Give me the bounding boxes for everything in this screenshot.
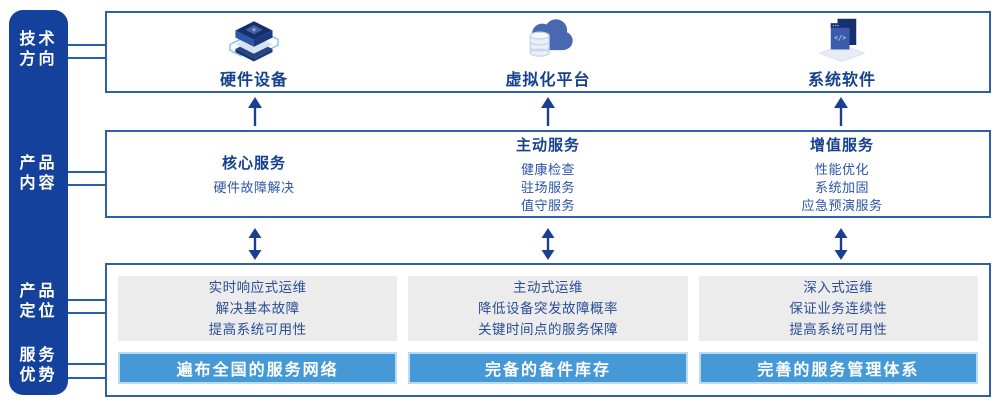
connector-line xyxy=(68,184,106,186)
positioning-panel: 主动式运维 降低设备突发故障概率 关键时间点的服务保障 xyxy=(408,276,688,341)
advantage-banner: 完备的备件库存 xyxy=(408,352,688,384)
service-item: 性能优化 xyxy=(814,161,869,177)
tech-label-system-software: 系统软件 xyxy=(807,71,876,89)
up-arrow-icon xyxy=(540,97,556,127)
service-col-proactive: 主动服务 健康检查 驻场服务 值守服务 xyxy=(401,132,695,216)
positioning-line: 解决基本故障 xyxy=(215,301,300,316)
sidebar-label-service-advantage: 服务 优势 xyxy=(19,347,58,384)
double-arrow-icon xyxy=(540,228,556,260)
service-col-value-added: 增值服务 性能优化 系统加固 应急预演服务 xyxy=(695,132,989,216)
server-stack-icon xyxy=(229,20,279,61)
sidebar-label-product-content: 产品 内容 xyxy=(19,155,58,192)
connector-line xyxy=(68,363,106,365)
connector-line xyxy=(68,57,106,59)
double-arrow-icon xyxy=(833,228,849,260)
up-arrow-icon xyxy=(247,97,263,127)
tech-label-virtualization: 虚拟化平台 xyxy=(505,71,591,89)
positioning-line: 提高系统可用性 xyxy=(208,322,307,337)
positioning-col-proactive: 主动式运维 降低设备突发故障概率 关键时间点的服务保障 完备的备件库存 xyxy=(408,276,688,384)
tech-col-system-software: </> 系统软件 xyxy=(695,13,989,91)
service-item: 硬件故障解决 xyxy=(213,179,295,195)
positioning-line: 保证业务连续性 xyxy=(789,301,888,316)
category-sidebar: 技术 方向 产品 内容 产品 定位 服务 优势 xyxy=(9,10,68,395)
connector-line xyxy=(68,299,106,301)
advantage-banner: 完善的服务管理体系 xyxy=(698,352,978,384)
tech-direction-box: 硬件设备 虚拟化平台 xyxy=(105,11,991,93)
sidebar-label-tech-direction: 技术 方向 xyxy=(19,31,58,68)
positioning-line: 实时响应式运维 xyxy=(208,280,307,295)
positioning-panel: 实时响应式运维 解决基本故障 提高系统可用性 xyxy=(118,276,398,341)
positioning-panel: 深入式运维 保证业务连续性 提高系统可用性 xyxy=(698,276,978,341)
tech-col-virtualization: 虚拟化平台 xyxy=(401,13,695,91)
up-arrow-icon xyxy=(833,97,849,127)
positioning-col-deep: 深入式运维 保证业务连续性 提高系统可用性 完善的服务管理体系 xyxy=(698,276,978,384)
svg-text:</>: </> xyxy=(834,33,846,41)
tech-label-hardware: 硬件设备 xyxy=(219,71,288,89)
cloud-database-icon xyxy=(529,18,573,57)
positioning-col-realtime: 实时响应式运维 解决基本故障 提高系统可用性 遍布全国的服务网络 xyxy=(118,276,398,384)
connector-line xyxy=(68,312,106,314)
double-arrow-icon xyxy=(247,228,263,260)
service-title: 核心服务 xyxy=(221,154,286,172)
service-title: 增值服务 xyxy=(809,136,874,154)
connector-line xyxy=(68,44,106,46)
positioning-line: 深入式运维 xyxy=(803,280,874,295)
positioning-box: 实时响应式运维 解决基本故障 提高系统可用性 遍布全国的服务网络 主动式运维 降… xyxy=(105,263,991,397)
service-item: 应急预演服务 xyxy=(801,197,883,213)
positioning-line: 关键时间点的服务保障 xyxy=(477,322,618,337)
product-content-box: 核心服务 硬件故障解决 主动服务 健康检查 驻场服务 值守服务 增值服务 性能优… xyxy=(105,130,991,218)
service-item: 系统加固 xyxy=(814,179,869,195)
service-col-core: 核心服务 硬件故障解决 xyxy=(107,132,401,216)
service-title: 主动服务 xyxy=(515,136,580,154)
service-item: 值守服务 xyxy=(520,197,575,213)
tech-col-hardware: 硬件设备 xyxy=(107,13,401,91)
positioning-line: 降低设备突发故障概率 xyxy=(477,301,618,316)
positioning-line: 主动式运维 xyxy=(512,280,583,295)
sidebar-label-product-positioning: 产品 定位 xyxy=(19,283,58,320)
connector-line xyxy=(68,377,106,379)
advantage-banner: 遍布全国的服务网络 xyxy=(118,352,398,384)
software-window-icon: </> xyxy=(818,18,866,62)
service-item: 健康检查 xyxy=(520,161,575,177)
positioning-line: 提高系统可用性 xyxy=(789,322,888,337)
service-item: 驻场服务 xyxy=(520,179,575,195)
connector-line xyxy=(68,171,106,173)
